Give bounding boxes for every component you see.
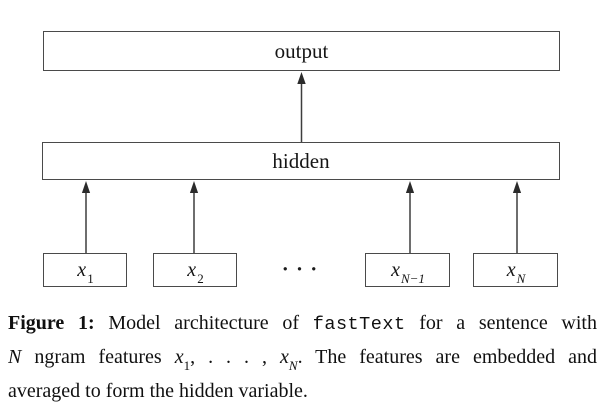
input-box-xn-1: xN−1 [365, 253, 450, 287]
figure-label: Figure 1: [8, 312, 95, 334]
caption-line-2: N ngram features x1, . . . , xN. The fea… [8, 346, 597, 373]
input-label-x2: x2 [187, 259, 204, 286]
output-label: output [274, 38, 329, 63]
fasttext-code-text: fastText [312, 314, 406, 335]
figure-caption: Figure 1: Model architecture of fastText… [8, 306, 597, 408]
caption-line-1: Figure 1: Model architecture of fastText… [8, 312, 597, 335]
input-box-xn: xN [473, 253, 558, 287]
hidden-box: hidden [42, 142, 560, 180]
caption-line-3: averaged to form the hidden variable. [8, 380, 308, 402]
arrow-x2-to-hidden-icon [189, 181, 199, 253]
arrow-hidden-to-output-icon [297, 72, 306, 142]
output-box: output [43, 31, 560, 71]
arrow-xn-to-hidden-icon [512, 181, 522, 253]
arrow-xn-1-to-hidden-icon [405, 181, 415, 253]
hidden-label: hidden [272, 148, 330, 173]
ellipsis-dots: · · · [281, 256, 319, 281]
arrow-x1-to-hidden-icon [81, 181, 91, 253]
input-label-x1: x1 [77, 259, 94, 286]
input-box-x1: x1 [43, 253, 127, 287]
input-label-xn: xN [506, 259, 526, 286]
input-box-x2: x2 [153, 253, 237, 287]
input-label-xn-1: xN−1 [391, 259, 425, 286]
